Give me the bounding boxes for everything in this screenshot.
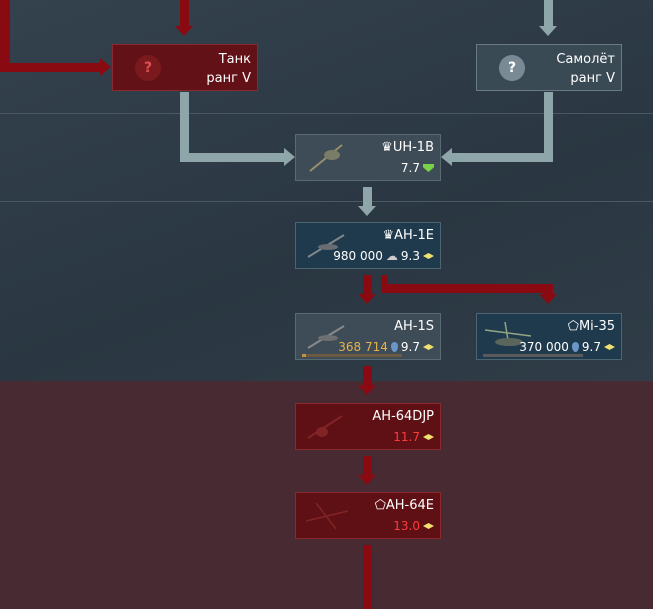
helicopter-icon (307, 325, 345, 349)
research-cost: 980 000 (333, 249, 383, 263)
drop-icon (571, 342, 579, 352)
shield-icon (423, 164, 434, 172)
diamond-icon (423, 434, 434, 440)
vehicle-card-ah-1s[interactable]: AH-1S 368 714 9.7 (295, 313, 441, 360)
research-progress-bar (302, 354, 402, 357)
drop-icon (390, 342, 398, 352)
helicopter-icon (307, 234, 345, 258)
research-progress-bar (483, 354, 583, 357)
battle-rating: 9.7 (400, 340, 420, 354)
rank-divider (0, 113, 653, 114)
diamond-icon (423, 523, 434, 529)
research-cost: 368 714 (338, 340, 388, 354)
diamond-icon (604, 344, 615, 350)
prereq-plane-card[interactable]: ? Самолёт ранг V (476, 44, 622, 91)
vehicle-name: AH-64DJP (372, 409, 434, 424)
vehicle-name: UH-1B (392, 140, 434, 155)
helicopter-icon (309, 144, 343, 172)
premium-squadron-icon: ♛ (382, 228, 395, 243)
prereq-tank-card[interactable]: ? Танк ранг V (112, 44, 258, 91)
helicopter-icon (484, 322, 532, 347)
prereq-rank: ранг V (570, 71, 615, 86)
vehicle-name: AH-1E (394, 228, 434, 243)
premium-squadron-icon: ♛ (381, 140, 393, 155)
question-icon: ? (135, 55, 161, 81)
question-icon: ? (499, 55, 525, 81)
vehicle-card-ah-1e[interactable]: ♛AH-1E 980 000☁9.3 (295, 222, 441, 269)
research-points-icon: ☁ (385, 249, 398, 263)
helicopter-icon (305, 502, 349, 530)
pentagon-icon: ⬠ (567, 319, 579, 334)
vehicle-name: AH-1S (394, 319, 434, 334)
research-cost: 370 000 (519, 340, 569, 354)
battle-rating: 13.0 (393, 519, 420, 533)
vehicle-card-ah-64e[interactable]: ⬠AH-64E 13.0 (295, 492, 441, 539)
battle-rating: 9.7 (581, 340, 601, 354)
battle-rating: 7.7 (400, 161, 420, 175)
diamond-icon (423, 253, 434, 259)
battle-rating: 11.7 (393, 430, 420, 444)
rank-divider (0, 201, 653, 202)
vehicle-card-uh-1b[interactable]: ♛UH-1B 7.7 (295, 134, 441, 181)
helicopter-icon (307, 415, 343, 439)
prereq-name: Танк (218, 52, 251, 67)
vehicle-card-mi-35[interactable]: ⬠Mi-35 370 000 9.7 (476, 313, 622, 360)
vehicle-name: Mi-35 (578, 319, 615, 334)
prereq-rank: ранг V (206, 71, 251, 86)
pentagon-icon: ⬠ (374, 498, 386, 513)
prereq-name: Самолёт (556, 52, 615, 67)
battle-rating: 9.3 (400, 249, 420, 263)
vehicle-card-ah-64djp[interactable]: AH-64DJP 11.7 (295, 403, 441, 450)
vehicle-name: AH-64E (385, 498, 434, 513)
diamond-icon (423, 344, 434, 350)
